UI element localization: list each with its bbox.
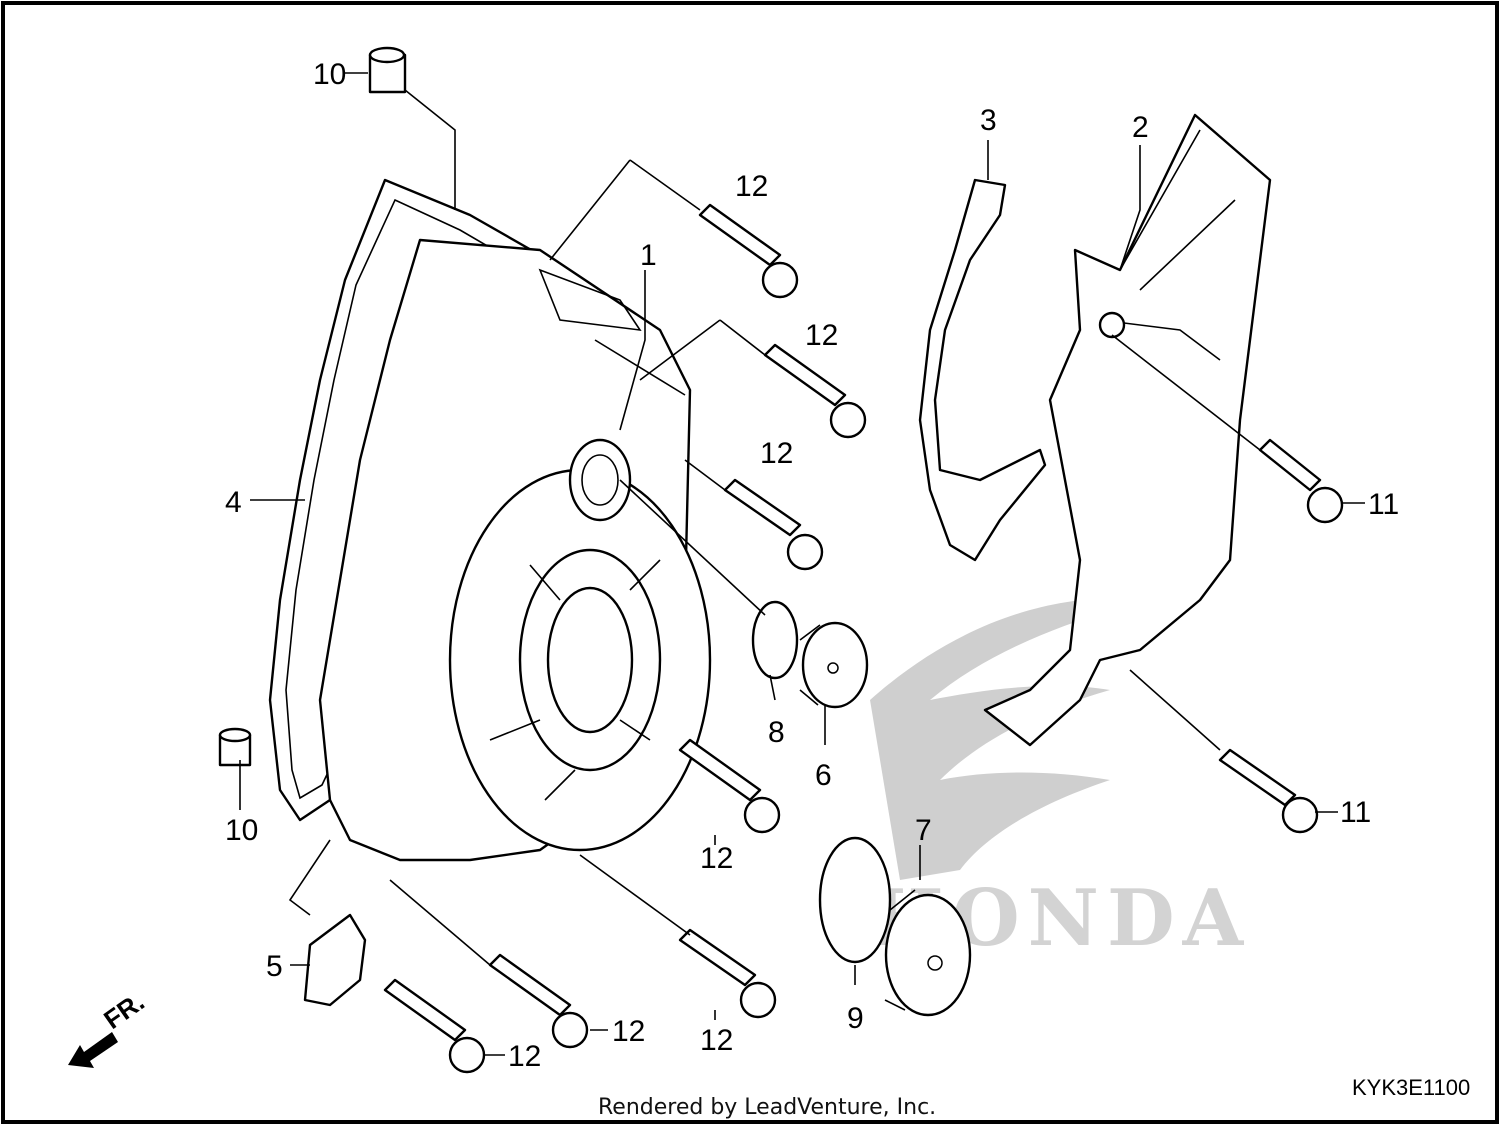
callout-12-e: 12 [700,1024,733,1057]
callout-2: 2 [1132,111,1149,144]
callout-4: 4 [225,486,242,519]
dowel-pin-part-10-bottom [218,727,252,767]
o-ring-part-8 [751,600,799,680]
drawing-code: KYK3E1100 [1352,1075,1470,1100]
callout-12-f: 12 [612,1015,645,1048]
callout-7: 7 [915,814,932,847]
callout-3: 3 [980,104,997,137]
callout-12-b: 12 [805,319,838,352]
callout-9: 9 [847,1002,864,1035]
callout-10-top: 10 [313,58,346,91]
plug-cap-part-6 [799,621,869,709]
callout-1: 1 [640,239,657,272]
plug-cap-part-7 [884,889,972,1017]
front-direction-arrow-icon [68,1032,118,1068]
callout-6: 6 [815,759,832,792]
callout-8: 8 [768,716,785,749]
dowel-pin-part-10-top [368,46,407,94]
callout-5: 5 [266,950,283,983]
bolt-12-b [763,343,867,439]
bolt-12-g [383,978,486,1074]
callout-12-c: 12 [760,437,793,470]
left-crankcase-cover-part-1 [318,238,712,862]
bolt-11-a [1258,438,1344,524]
callout-11-top: 11 [1368,488,1399,521]
front-direction-label: FR. [98,986,150,1035]
leader-lines [239,72,1365,1056]
callout-12-a: 12 [735,170,768,203]
bolt-12-e [678,928,777,1019]
cover-gasket-part-3 [918,178,1047,562]
footer-credit: Rendered by LeadVenture, Inc. [598,1095,936,1120]
bolt-12-a [698,203,799,299]
sprocket-cover-part-2 [983,113,1272,747]
o-ring-part-9 [818,836,892,964]
clamp-part-5 [303,913,367,1007]
callout-10-bottom: 10 [225,814,258,847]
bolt-12-d [678,738,781,834]
callout-12-d: 12 [700,842,733,875]
honda-wing-watermark-icon [870,598,1150,880]
bolt-11-b [1218,748,1319,834]
callout-11-bottom: 11 [1340,796,1371,829]
bolt-12-f [488,953,589,1049]
callout-12-g: 12 [508,1040,541,1073]
bolt-12-c [723,478,824,571]
